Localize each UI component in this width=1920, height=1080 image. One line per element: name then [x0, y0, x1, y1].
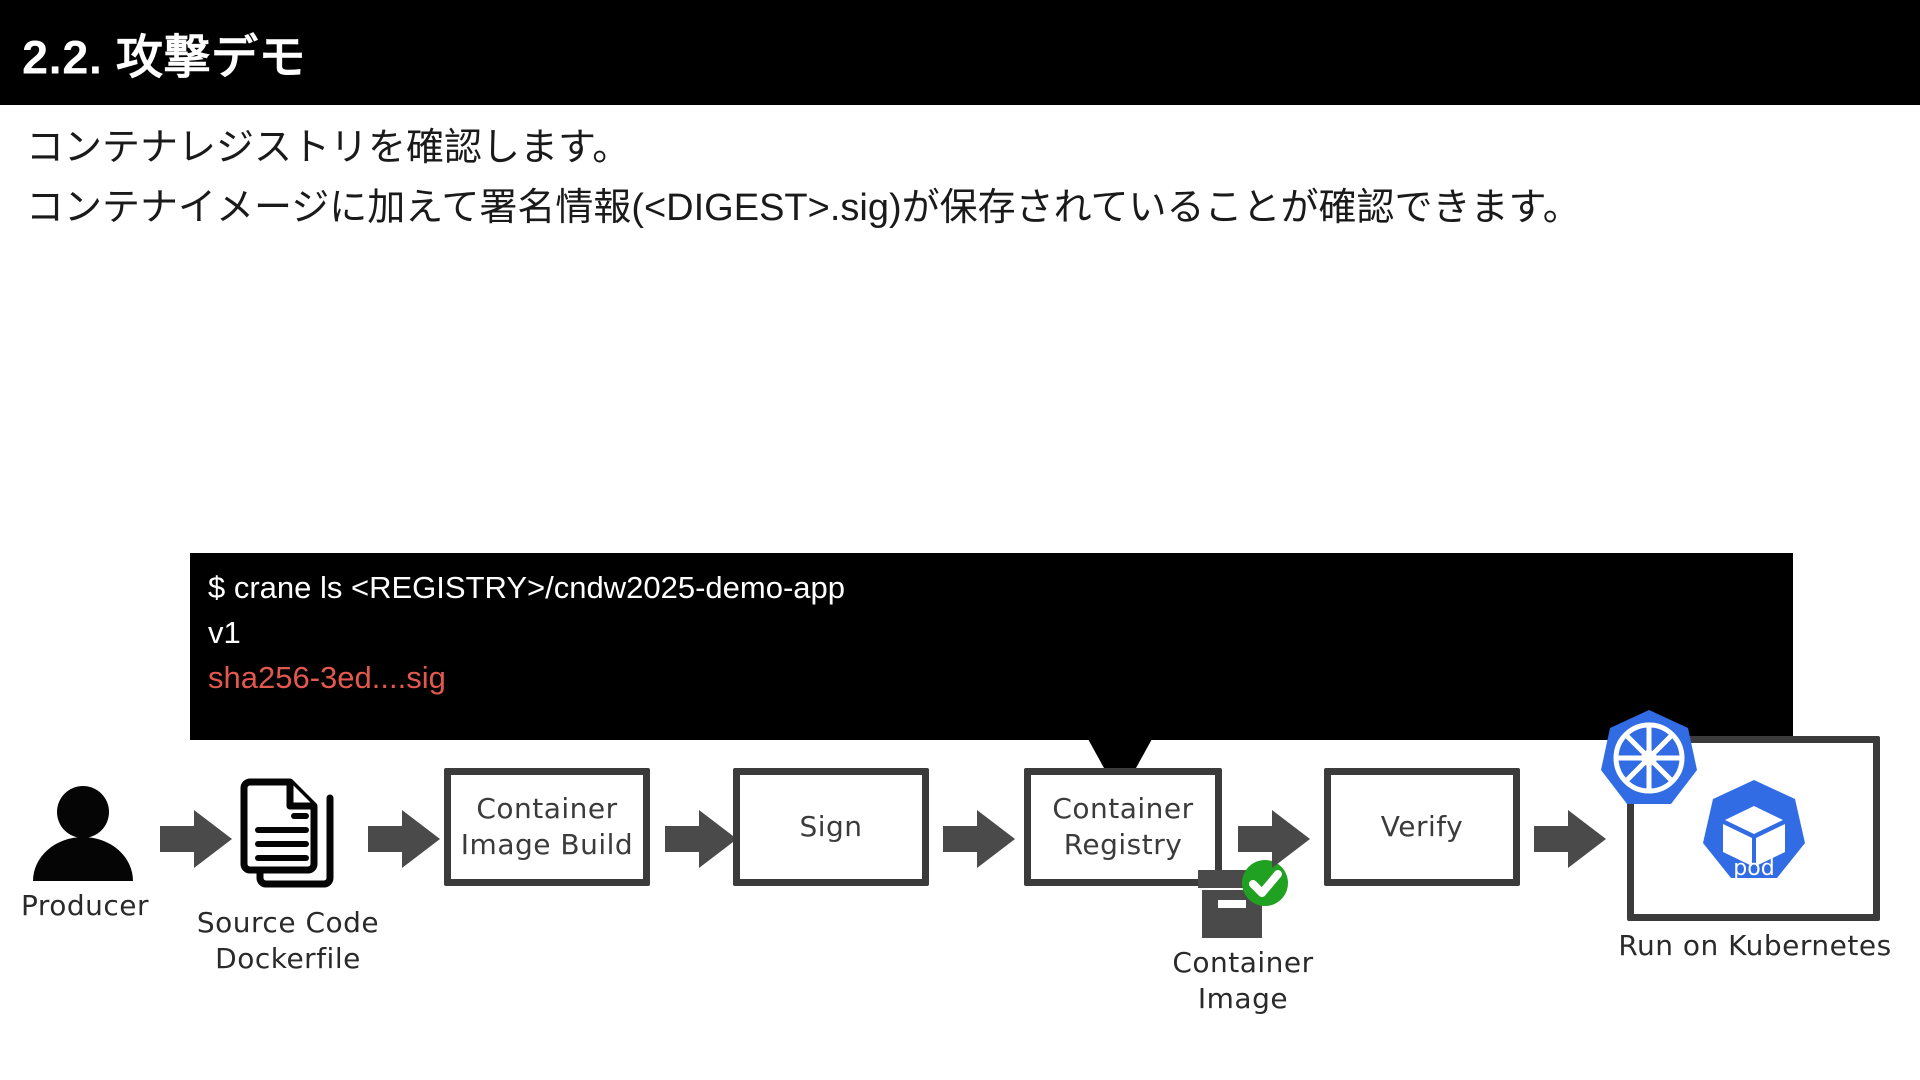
- caption-container-image-line1: Container: [1172, 946, 1314, 979]
- pod-icon: pod: [1702, 779, 1805, 881]
- terminal-line-command: $ crane ls <REGISTRY>/cndw2025-demo-app: [208, 570, 845, 605]
- crate-icon: [1198, 860, 1288, 938]
- node-sign: Sign: [733, 768, 929, 886]
- arrow-source-to-build: [368, 808, 440, 870]
- node-container-image-build: Container Image Build: [444, 768, 650, 886]
- node-producer: [28, 786, 138, 881]
- kubernetes-helm-icon: [1595, 707, 1703, 815]
- page-title: 2.2. 攻撃デモ: [22, 30, 306, 83]
- terminal-line-tag: v1: [208, 615, 241, 650]
- check-badge-icon: [1242, 860, 1288, 906]
- arrow-verify-to-run: [1534, 808, 1606, 870]
- arrow-build-to-sign: [665, 808, 737, 870]
- caption-source-code-line2: Dockerfile: [215, 942, 361, 975]
- caption-producer: Producer: [20, 889, 150, 922]
- label-registry-line1: Container: [1052, 792, 1194, 825]
- caption-run-on-kubernetes: Run on Kubernetes: [1618, 929, 1892, 962]
- node-verify: Verify: [1324, 768, 1520, 886]
- label-registry-line2: Registry: [1063, 828, 1183, 861]
- terminal-line-signature: sha256-3ed....sig: [208, 660, 446, 695]
- label-build-line2: Image Build: [460, 828, 634, 861]
- node-container-image: [1188, 860, 1298, 950]
- label-build-line1: Container: [476, 792, 618, 825]
- arrow-registry-to-verify: [1238, 808, 1310, 870]
- pod-label: pod: [1733, 856, 1774, 881]
- body-line-2: コンテナイメージに加えて署名情報(<DIGEST>.sig)が保存されていること…: [26, 187, 1581, 229]
- terminal-block: $ crane ls <REGISTRY>/cndw2025-demo-app …: [190, 553, 1793, 740]
- node-container-registry: Container Registry: [1024, 768, 1222, 886]
- node-source-code: [238, 778, 338, 888]
- label-verify: Verify: [1380, 810, 1464, 843]
- body-line-1: コンテナレジストリを確認します。: [26, 127, 631, 169]
- arrow-sign-to-registry: [943, 808, 1015, 870]
- header-bar: 2.2. 攻撃デモ: [0, 0, 1920, 105]
- arrow-producer-to-source: [160, 808, 232, 870]
- document-icon: [240, 778, 334, 888]
- node-run-on-kubernetes: pod: [1627, 736, 1880, 921]
- body-text-block: コンテナレジストリを確認します。 コンテナイメージに加えて署名情報(<DIGES…: [26, 118, 1826, 238]
- pipeline-diagram: Producer Source Code Dockerfile: [0, 710, 1920, 1080]
- caption-container-image-line2: Image: [1197, 982, 1289, 1015]
- label-sign: Sign: [799, 810, 863, 843]
- person-icon: [33, 786, 133, 881]
- caption-source-code-line1: Source Code: [196, 906, 380, 939]
